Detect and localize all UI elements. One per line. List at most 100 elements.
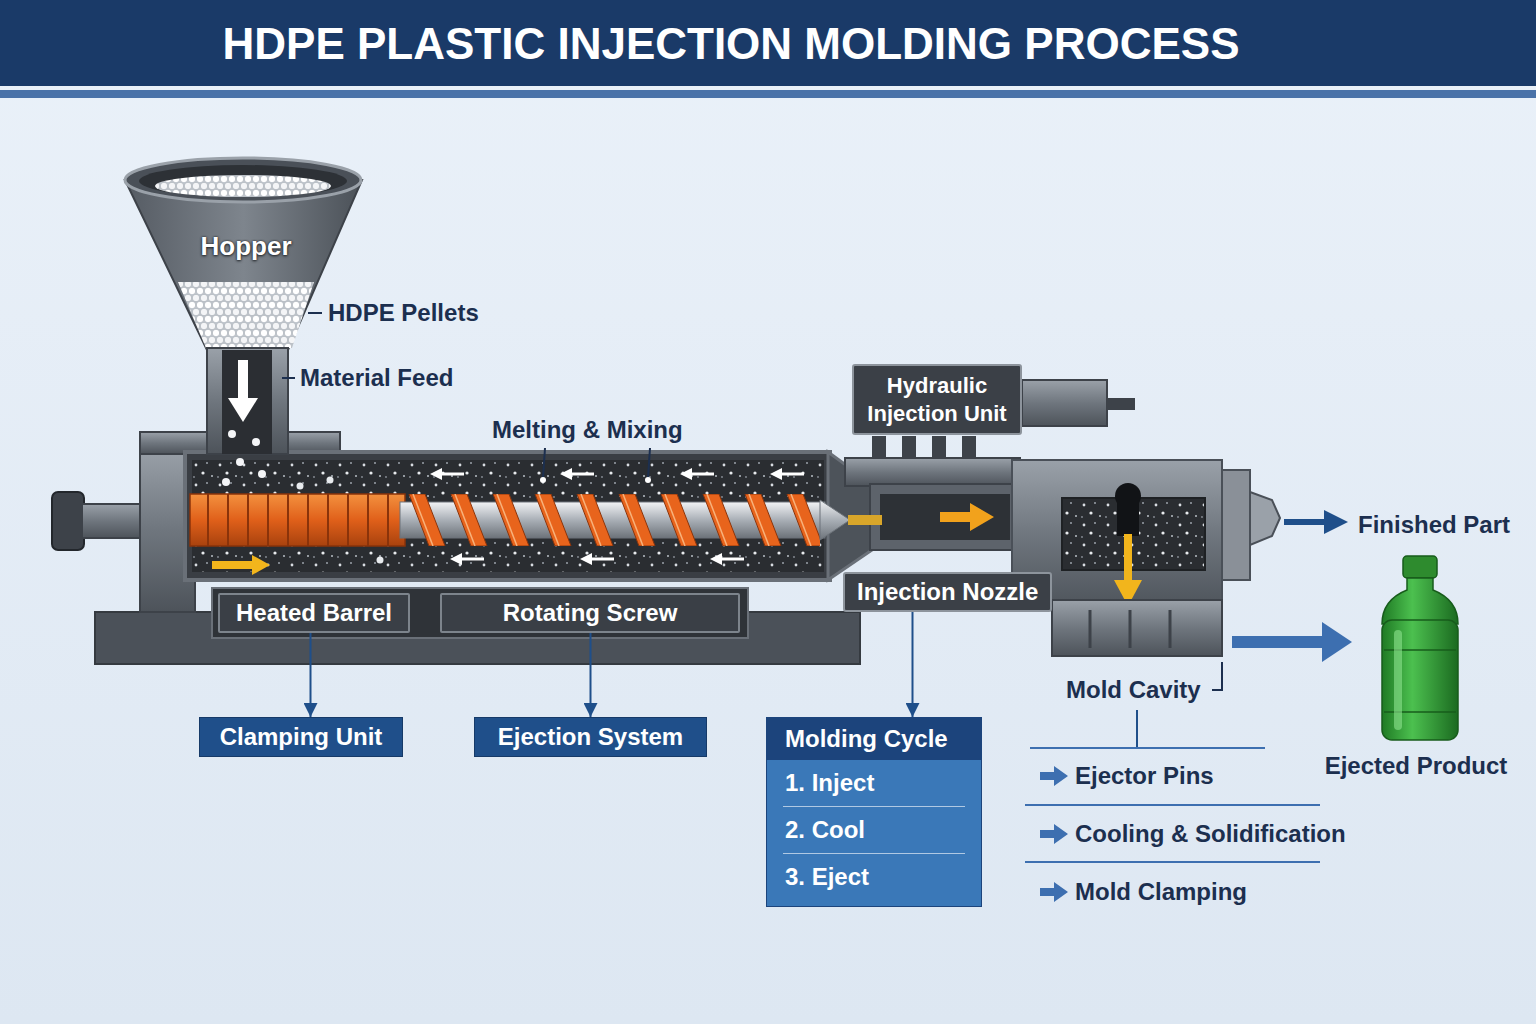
screw-feed-section (190, 494, 405, 546)
screw-tip (820, 500, 850, 540)
table-cell: 3. Eject (783, 854, 965, 900)
flow-arrow (940, 503, 994, 531)
bottle-body (1382, 620, 1458, 740)
feed-channel (222, 350, 272, 454)
ejector-pin (1089, 610, 1092, 648)
flow-arrow (560, 468, 594, 480)
cycle-table: Molding Cycle1. Inject2. Cool3. Eject (766, 717, 982, 907)
part-label-box: Rotating Screw (440, 593, 740, 633)
pellets (155, 175, 331, 197)
heated-barrel (185, 452, 830, 580)
drive-shaft (82, 504, 146, 538)
leader-line (648, 448, 650, 478)
header-stripe (0, 90, 1536, 98)
label-band (212, 588, 748, 638)
box-label: Ejection System (498, 722, 683, 752)
flow-arrow (430, 468, 464, 480)
table-cell: 1. Inject (783, 760, 965, 807)
nozzle-label-box: Injection Nozzle (843, 572, 1052, 612)
pellet (258, 470, 266, 478)
leader-dot (540, 477, 546, 483)
unit-box: Clamping Unit (199, 717, 403, 757)
clamp-block (1052, 600, 1222, 656)
pellet (228, 430, 236, 438)
eject-arrow (1124, 534, 1132, 582)
output-arrow (1284, 519, 1328, 525)
ejector-pin (1129, 610, 1132, 648)
ejector-pin (1169, 610, 1172, 648)
part-label: Mold Clamping (1075, 878, 1247, 907)
unit-box: Hydraulic Injection Unit (852, 364, 1022, 435)
hydraulic-leg (932, 436, 946, 460)
flow-arrow (580, 553, 614, 565)
leader-line (543, 448, 545, 478)
screw-flight (405, 494, 820, 546)
title-text: HDPE PLASTIC INJECTION MOLDING PROCESS (0, 0, 1462, 88)
output-arrow (1322, 622, 1352, 662)
box-label: Injection Nozzle (857, 577, 1038, 607)
pellet (297, 483, 304, 490)
pellets (178, 282, 314, 348)
table-cell: 2. Cool (783, 807, 965, 854)
pellet (377, 557, 384, 564)
nozzle-barrel (870, 484, 1015, 550)
platen-cone (1250, 492, 1280, 545)
flow-arrow (450, 553, 484, 565)
bottle-cap (1403, 556, 1437, 578)
connector-arrow (912, 612, 914, 717)
part-label: HDPE Pellets (328, 299, 479, 328)
pellet (222, 478, 230, 486)
leader-line (1212, 662, 1222, 690)
part-label: Ejected Product (1325, 752, 1508, 781)
part-label: Finished Part (1358, 511, 1510, 540)
unit-box: Ejection System (474, 717, 707, 757)
hydraulic-leg (962, 436, 976, 460)
bullet-arrow (1040, 824, 1068, 844)
injection-plate (845, 458, 1020, 486)
bottle-highlight (1394, 630, 1402, 730)
part-label: Hopper (201, 231, 292, 262)
hopper-funnel (125, 180, 362, 350)
bullet-arrow (1040, 766, 1068, 786)
box-label: Hydraulic Injection Unit (864, 372, 1010, 427)
table-header: Molding Cycle (767, 718, 981, 760)
part-label-box: Heated Barrel (218, 593, 410, 633)
feed-throat (207, 348, 288, 454)
flow-arrow (680, 468, 714, 480)
divider (1025, 861, 1320, 863)
part-label: Material Feed (300, 364, 453, 393)
pellet (327, 477, 334, 484)
flow-arrow (710, 553, 744, 565)
hopper-opening (139, 165, 347, 197)
divider (1025, 804, 1320, 806)
nozzle-rod (848, 515, 882, 525)
flow-arrow (212, 555, 270, 575)
flow-arrow (770, 468, 804, 480)
box-label: Clamping Unit (220, 722, 383, 752)
hopper-rim (125, 158, 361, 202)
hydraulic-leg (872, 436, 886, 460)
pellet (252, 438, 260, 446)
part-label: Cooling & Solidification (1075, 820, 1346, 849)
box-label: Heated Barrel (236, 598, 392, 628)
mold-cavity (1117, 496, 1139, 536)
divider (1030, 747, 1265, 749)
leader-line (282, 377, 295, 379)
leader-line (1136, 710, 1138, 748)
hydraulic-cylinder (1022, 380, 1107, 426)
connector-arrow (310, 633, 312, 717)
platen (1222, 470, 1250, 580)
hydraulic-rod (1107, 398, 1135, 410)
bullet-arrow (1040, 882, 1068, 902)
part-label: Mold Cavity (1066, 676, 1201, 705)
motor-cap (52, 492, 84, 550)
box-label: Rotating Screw (503, 598, 678, 628)
hydraulic-leg (902, 436, 916, 460)
part-label: Melting & Mixing (492, 416, 683, 445)
pellet (236, 458, 244, 466)
output-arrow (1232, 636, 1326, 648)
feed-arrow (228, 398, 258, 422)
connector-arrow (590, 633, 592, 717)
part-label: Ejector Pins (1075, 762, 1214, 791)
